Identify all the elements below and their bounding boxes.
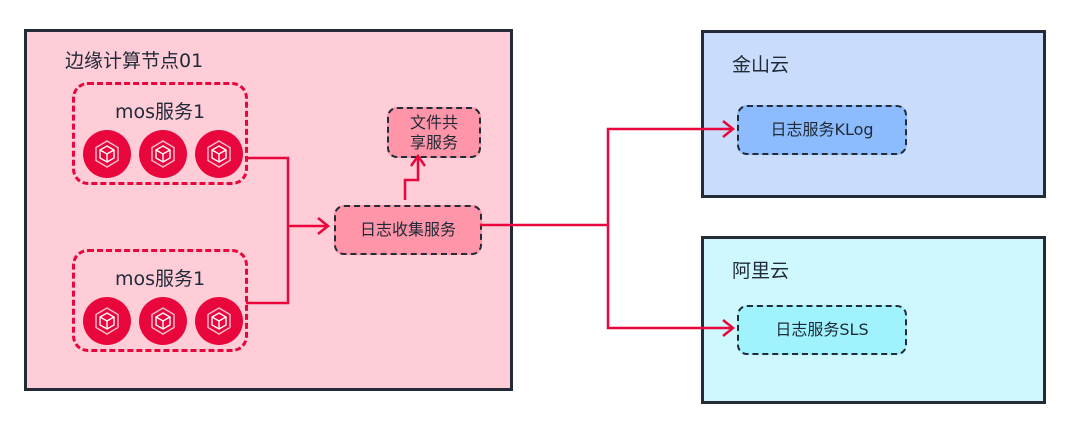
mos-service-label: mos服务1 (114, 101, 206, 123)
aliyun-title: 阿里云 (732, 260, 790, 282)
sls-service[interactable]: 日志服务SLS (737, 305, 907, 355)
cube-icon (83, 130, 131, 178)
cube-icon (195, 297, 243, 345)
edge-node-title: 边缘计算节点01 (65, 50, 204, 72)
aliyun-group: 阿里云 日志服务SLS (701, 236, 1046, 404)
cube-icon (139, 130, 187, 178)
cube-icon (139, 297, 187, 345)
mos-service-label: mos服务1 (114, 268, 206, 290)
cube-icon (83, 297, 131, 345)
kingsoft-cloud-group: 金山云 日志服务KLog (701, 30, 1046, 198)
kingsoft-cloud-title: 金山云 (732, 54, 790, 76)
log-collector-service[interactable]: 日志收集服务 (334, 205, 482, 255)
mos-service-group-2[interactable]: mos服务1 (72, 249, 248, 352)
mos-service-group-1[interactable]: mos服务1 (72, 82, 248, 185)
cube-icon (195, 130, 243, 178)
edge-node-group: 边缘计算节点01 mos服务1 mos服务1 日志收集服务 文件共享服务 (24, 29, 513, 391)
file-share-service[interactable]: 文件共享服务 (387, 107, 481, 158)
klog-service[interactable]: 日志服务KLog (737, 105, 907, 155)
